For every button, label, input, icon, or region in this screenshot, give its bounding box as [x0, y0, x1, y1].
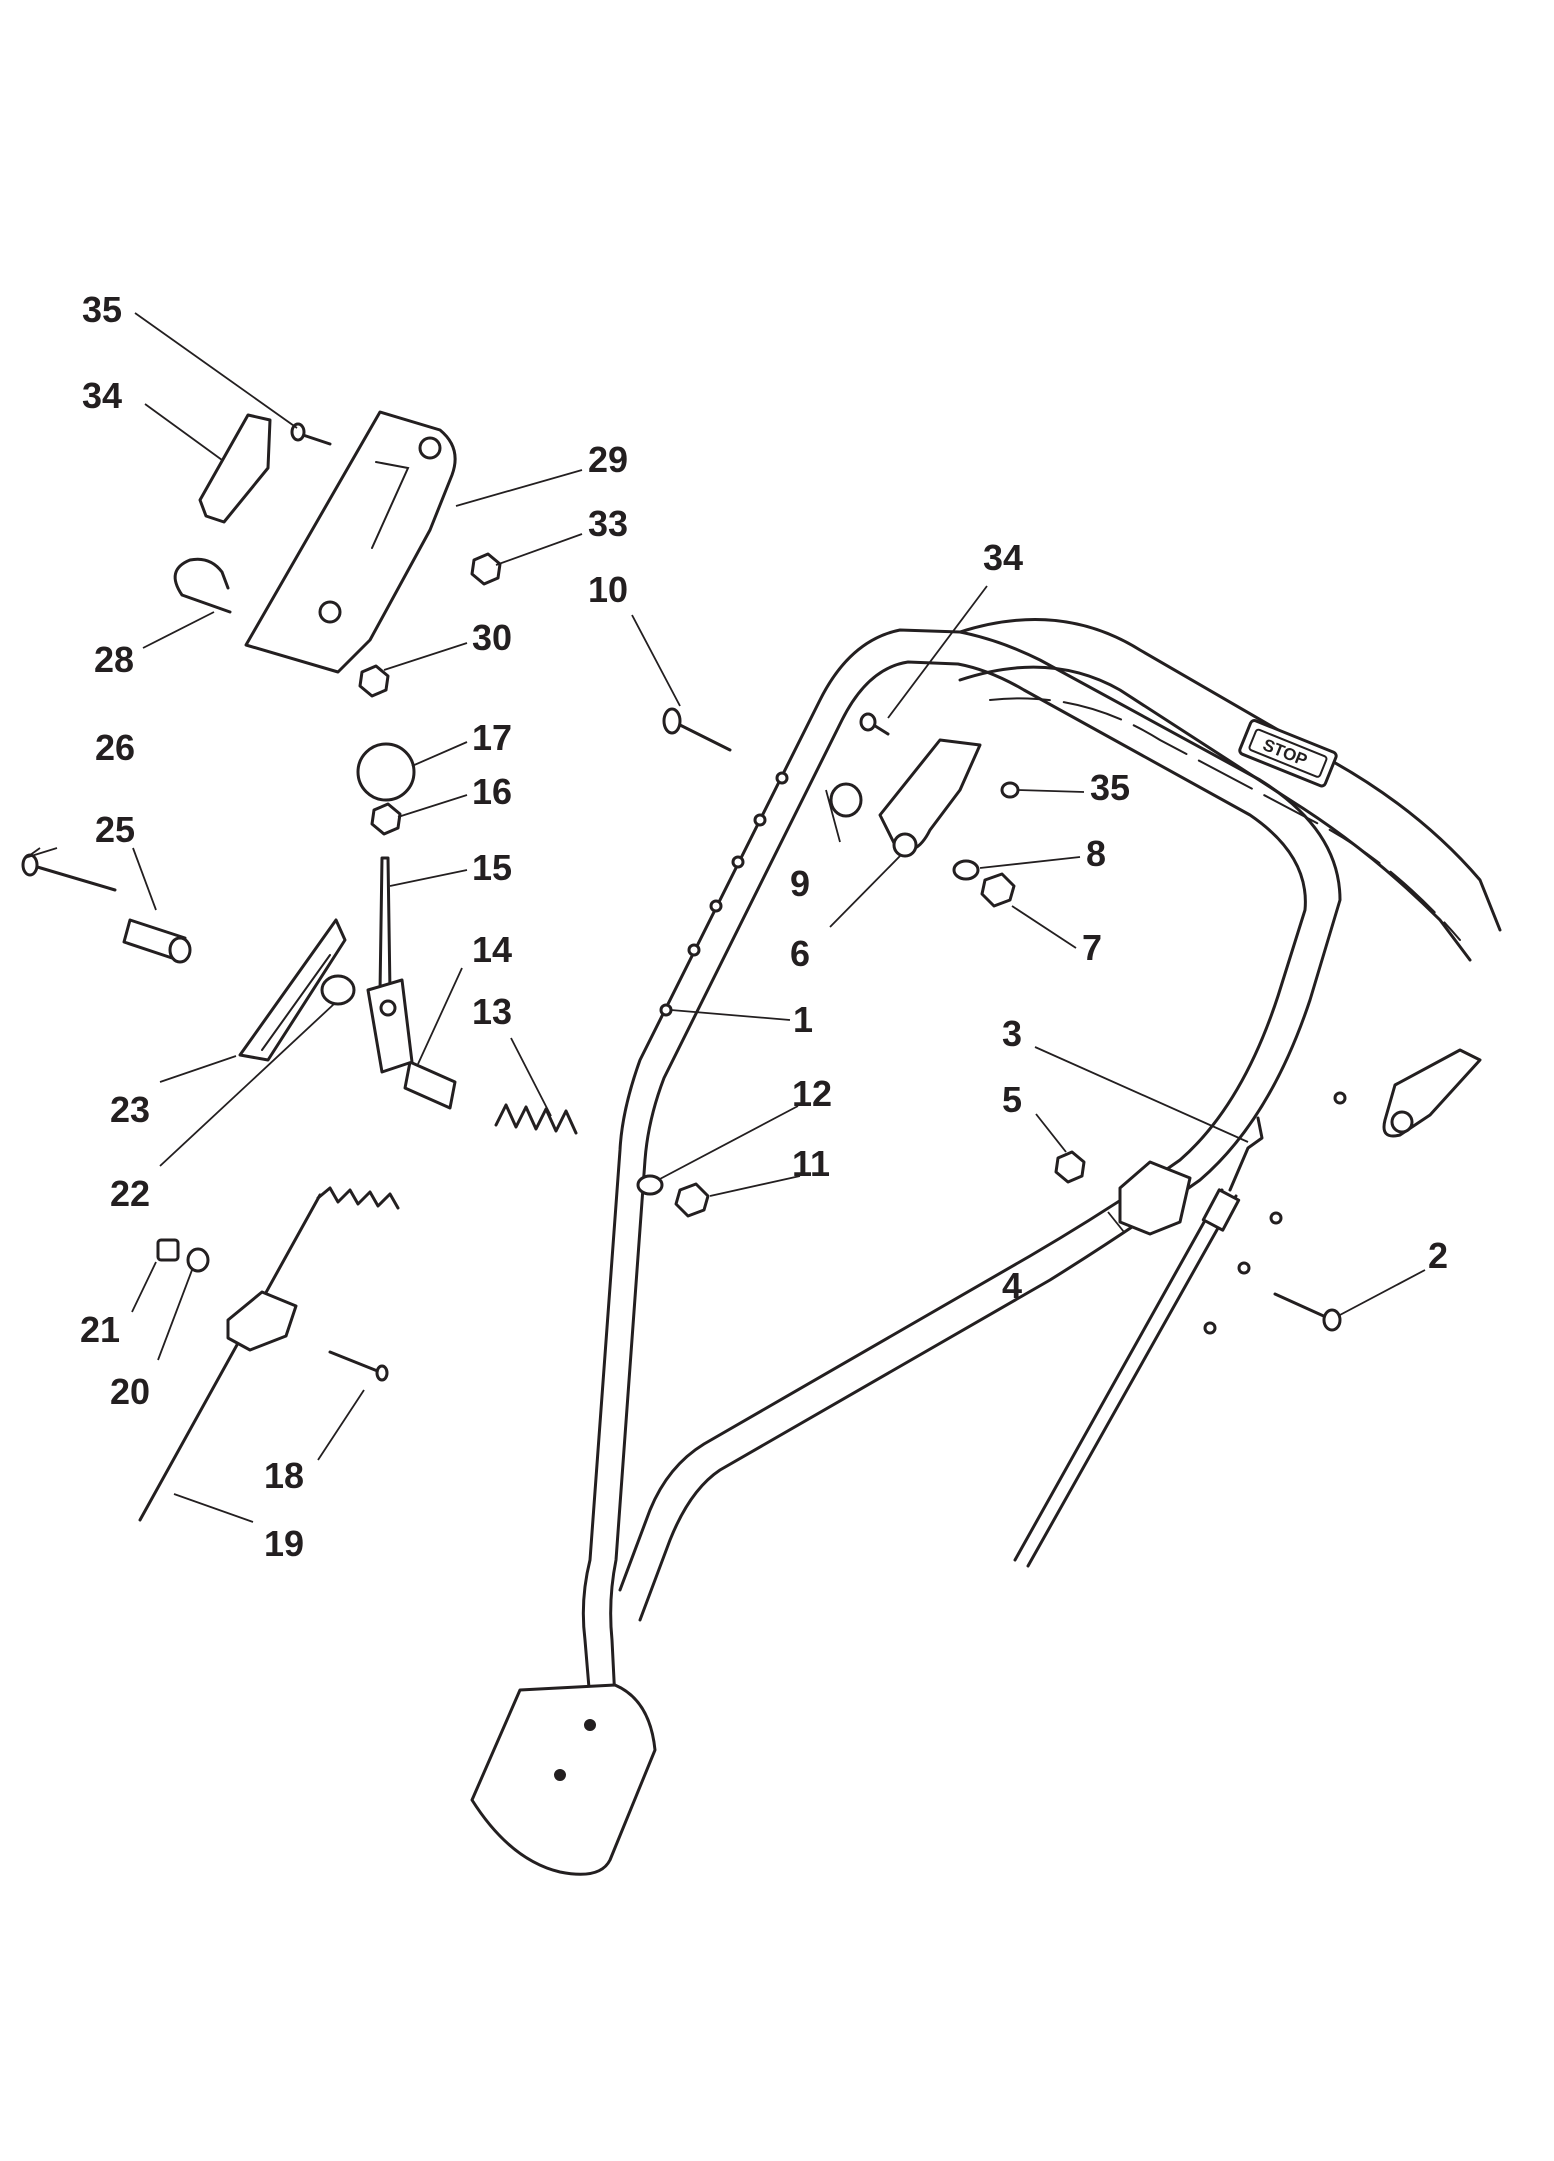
part-28-hook: [173, 557, 232, 614]
callout-21: 21: [80, 1309, 120, 1350]
handle-frame: STOP: [470, 618, 1502, 1876]
callout-18: 18: [264, 1455, 304, 1496]
part-5-nut: [1054, 1150, 1086, 1184]
part-19-spring: [316, 1186, 400, 1210]
part-15-rod: [378, 856, 392, 994]
callout-14: 14: [472, 929, 512, 970]
part-4-clamp: [1118, 1160, 1192, 1236]
callout-2: 2: [1428, 1235, 1448, 1276]
callouts: 35 34 29 33 10 28 30 34 17 16 35 9 8 6 7…: [80, 289, 1448, 1564]
part-29-housing: [244, 410, 457, 674]
callout-31: 35: [82, 289, 122, 330]
callout-25: 25: [95, 809, 135, 850]
callout-33: 34: [82, 375, 122, 416]
callout-3: 3: [1002, 1013, 1022, 1054]
part-9-bushing: [829, 782, 863, 818]
callout-34: 34: [983, 537, 1023, 578]
leader-lines: [25, 312, 1426, 1523]
part-20-washer: [186, 1247, 210, 1273]
part-3-sleeve: [1201, 1188, 1241, 1232]
callout-29: 29: [588, 439, 628, 480]
part-33-cover: [198, 413, 272, 524]
part-35-washer: [1000, 781, 1020, 799]
part-12-washer: [636, 1174, 664, 1196]
cable-right: [1013, 1188, 1224, 1562]
part-21-nut: [156, 1238, 180, 1262]
callout-23: 23: [110, 1089, 150, 1130]
callout-4: 4: [1002, 1265, 1022, 1306]
callout-30: 30: [472, 617, 512, 658]
callout-1: 1: [793, 999, 813, 1040]
part-2-bolt: [1273, 1292, 1342, 1332]
callout-32: 33: [588, 503, 628, 544]
part-11-nut: [674, 1182, 710, 1218]
part-13-spring: [494, 1103, 578, 1135]
part-30-nut: [358, 664, 390, 698]
part-10-bolt: [662, 707, 732, 752]
callout-22: 22: [110, 1173, 150, 1214]
callout-9: 9: [790, 863, 810, 904]
part-23-plate: [238, 918, 347, 1062]
part-6-bracket: [878, 738, 982, 852]
part-19-clamp: [226, 1290, 298, 1352]
part-7-nut: [980, 872, 1016, 908]
callout-26: 26: [95, 727, 135, 768]
part-17-knob: [356, 742, 416, 802]
part-26-bolt: [21, 853, 117, 892]
callout-17: 17: [472, 717, 512, 758]
callout-7: 7: [1082, 927, 1102, 968]
callout-11: 11: [792, 1143, 830, 1184]
callout-13: 13: [472, 991, 512, 1032]
part-16-nut: [370, 802, 402, 836]
part-8-washer: [952, 859, 980, 881]
callout-16: 16: [472, 771, 512, 812]
part-22-sleeve: [320, 974, 356, 1006]
callout-10: 10: [588, 569, 628, 610]
callout-28: 28: [94, 639, 134, 680]
callout-15: 15: [472, 847, 512, 888]
callout-20: 20: [110, 1371, 150, 1412]
callout-35: 35: [1090, 767, 1130, 808]
callout-12: 12: [792, 1073, 832, 1114]
part-14-sleeve: [403, 1060, 457, 1110]
cable-right-2: [1026, 1194, 1238, 1568]
part-19-cable: [138, 1193, 322, 1522]
callout-19: 19: [264, 1523, 304, 1564]
part-18-screw: [328, 1350, 382, 1374]
callout-6: 6: [790, 933, 810, 974]
part-3-cable-end: [1228, 1116, 1264, 1192]
part-32-nut: [470, 552, 502, 586]
callout-5: 5: [1002, 1079, 1022, 1120]
stop-label-plate: STOP: [1238, 719, 1338, 788]
part-31-screw: [298, 432, 332, 446]
callout-8: 8: [1086, 833, 1106, 874]
